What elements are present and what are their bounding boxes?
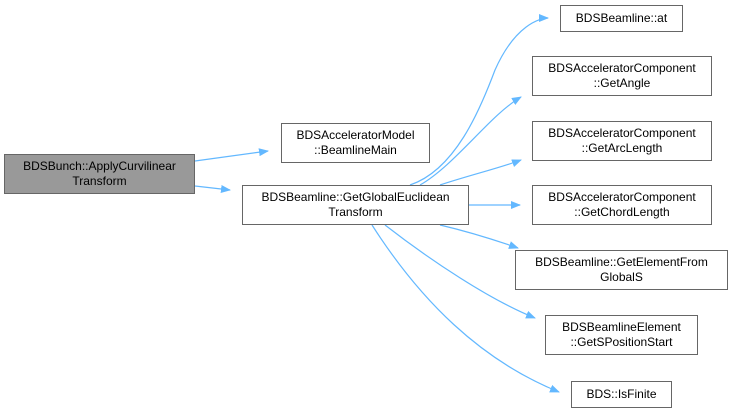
node-bds-isfinite[interactable]: BDS::IsFinite	[571, 381, 672, 408]
node-bdsacceleratorcomponent-getchordlength[interactable]: BDSAcceleratorComponent ::GetChordLength	[532, 185, 712, 225]
node-bdsbeamline-getglobaleuclideantransform[interactable]: BDSBeamline::GetGlobalEuclidean Transfor…	[242, 185, 469, 225]
node-label-line1: BDSBunch::ApplyCurvilinear	[23, 159, 176, 173]
edge-root-to-model	[194, 148, 269, 162]
node-label-line1: BDSAcceleratorModel	[296, 128, 415, 142]
node-bdsacceleratormodel-beamlinemain[interactable]: BDSAcceleratorModel ::BeamlineMain	[281, 123, 430, 163]
node-bdsbeamline-getelementfromglobals[interactable]: BDSBeamline::GetElementFrom GlobalS	[515, 250, 728, 290]
node-label-line1: BDSAcceleratorComponent	[548, 126, 696, 140]
node-label-line2: ::GetSPositionStart	[570, 335, 673, 349]
edge-gget-to-at	[409, 14, 549, 186]
node-label-line2: GlobalS	[600, 270, 643, 284]
node-bdsbeamlineelement-getspositionstart[interactable]: BDSBeamlineElement ::GetSPositionStart	[545, 315, 698, 355]
edge-gget-to-elem	[439, 224, 519, 249]
node-label-line2: ::GetArcLength	[581, 141, 663, 155]
node-bdsbeamline-at[interactable]: BDSBeamline::at	[560, 5, 683, 32]
node-label-line1: BDSAcceleratorComponent	[548, 190, 696, 204]
node-bdsacceleratorcomponent-getarclength[interactable]: BDSAcceleratorComponent ::GetArcLength	[532, 121, 712, 161]
node-label-line1: BDSBeamline::GetGlobalEuclidean	[261, 190, 450, 204]
node-bdsbunch-applycurvilineartransform: BDSBunch::ApplyCurvilinear Transform	[4, 154, 195, 194]
edge-gget-to-arc	[439, 159, 522, 186]
node-label-line2: ::GetAngle	[593, 76, 651, 90]
node-label-line2: ::BeamlineMain	[314, 143, 397, 157]
edge-gget-to-spos	[384, 224, 536, 319]
edge-gget-to-angle	[419, 96, 522, 186]
node-label-line1: BDSBeamline::at	[575, 11, 668, 25]
edge-root-to-gget	[194, 185, 231, 193]
node-label-line1: BDSAcceleratorComponent	[548, 61, 696, 75]
node-label-line1: BDSBeamlineElement	[562, 320, 681, 334]
node-label-line2: Transform	[328, 205, 383, 219]
node-label-line1: BDS::IsFinite	[586, 387, 657, 401]
edge-gget-to-fin	[371, 224, 560, 393]
node-label-line2: Transform	[72, 174, 127, 188]
node-bdsacceleratorcomponent-getangle[interactable]: BDSAcceleratorComponent ::GetAngle	[532, 56, 712, 96]
node-label-line2: ::GetChordLength	[574, 205, 670, 219]
node-label-line1: BDSBeamline::GetElementFrom	[535, 255, 708, 269]
